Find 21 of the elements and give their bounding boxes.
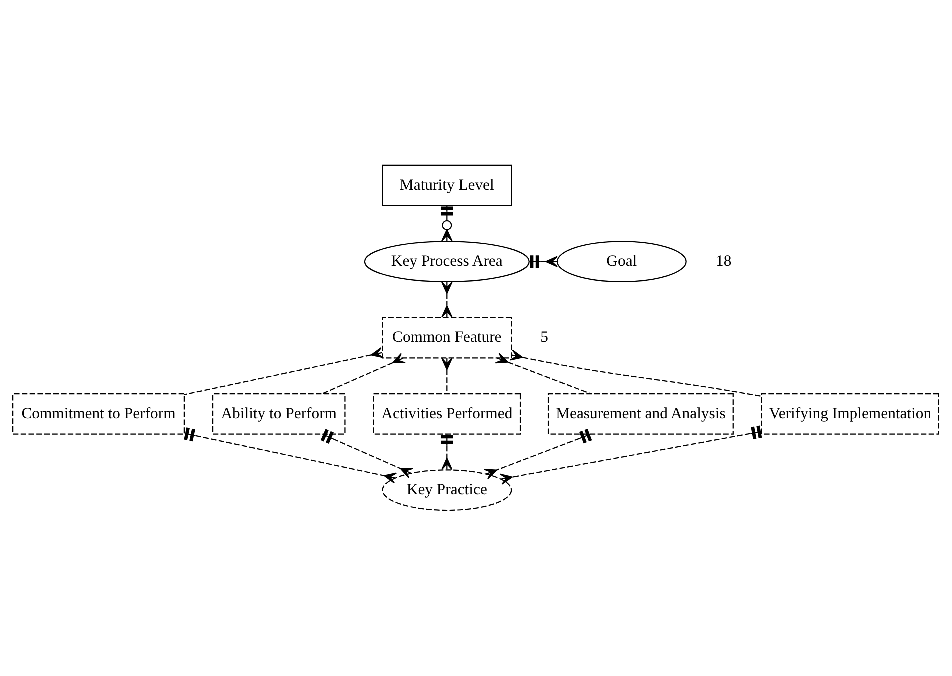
connector — [500, 426, 762, 485]
node-box: Measurement and Analysis — [548, 393, 734, 435]
node-box: Ability to Perform — [212, 393, 346, 435]
label: 5 — [540, 329, 549, 346]
connector — [510, 350, 762, 398]
connector — [322, 353, 406, 394]
node-ellipse: Goal — [556, 241, 687, 283]
connector — [442, 282, 453, 318]
node-box: Maturity Level — [382, 164, 512, 206]
connector — [320, 429, 414, 479]
connector — [495, 353, 591, 394]
node-box: Verifying Implementation — [761, 393, 940, 435]
label: 18 — [716, 252, 732, 270]
connector — [484, 428, 592, 480]
connector — [184, 428, 398, 484]
connector — [442, 358, 453, 394]
node-ellipse: Key Process Area — [364, 241, 530, 283]
node-box: Commitment to Perform — [12, 393, 186, 435]
node-box: Common Feature — [382, 317, 512, 359]
node-box: Activities Performed — [373, 393, 522, 435]
connector — [184, 347, 384, 396]
